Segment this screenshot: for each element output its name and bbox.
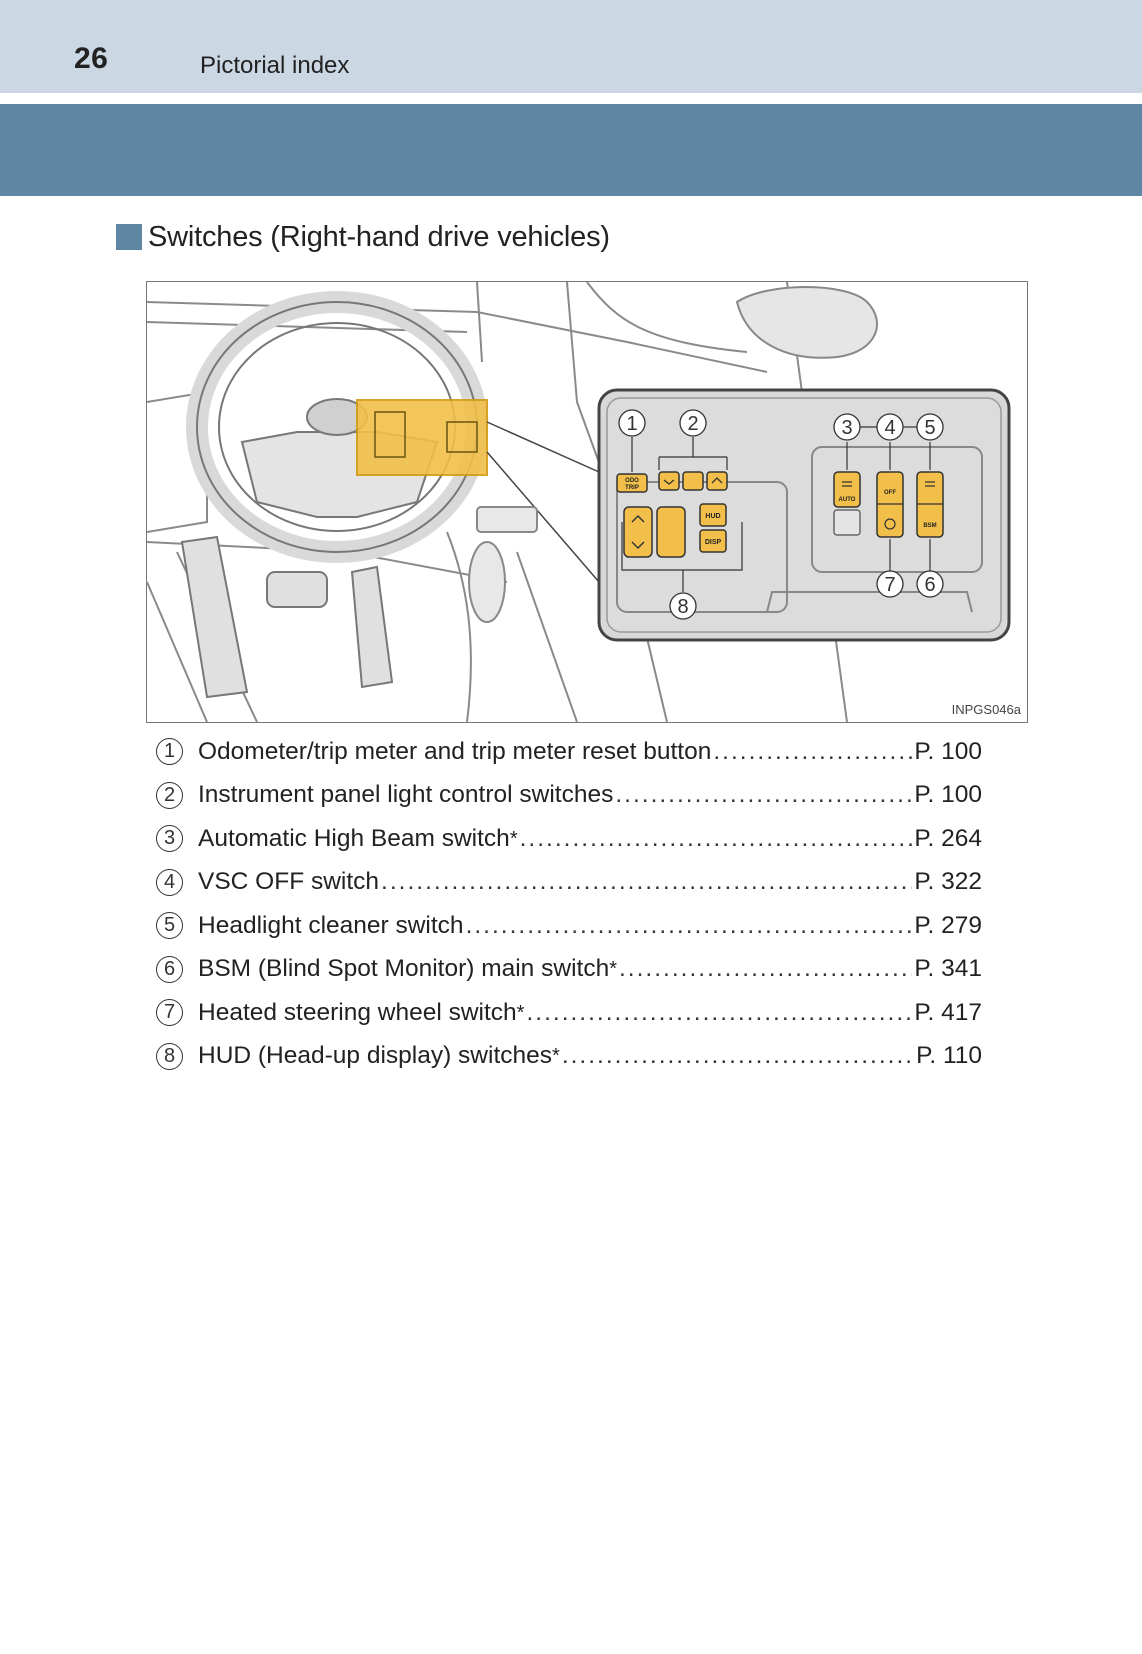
item-label: VSC OFF switch <box>198 868 380 896</box>
item-number: 3 <box>156 825 183 853</box>
item-number: 7 <box>156 999 183 1027</box>
svg-text:AUTO: AUTO <box>839 497 856 503</box>
legend-item: 3 Automatic High Beam switch * P. 264 <box>156 817 982 861</box>
leader-dots <box>520 825 913 853</box>
legend-item: 4 VSC OFF switch P. 322 <box>156 861 982 905</box>
legend-item: 6 BSM (Blind Spot Monitor) main switch *… <box>156 948 982 992</box>
svg-text:BSM: BSM <box>923 523 936 529</box>
page-reference[interactable]: P. 264 <box>914 824 982 852</box>
item-label: Automatic High Beam switch <box>198 824 510 852</box>
item-label: HUD (Head-up display) switches <box>198 1042 553 1070</box>
header-band <box>0 0 1142 93</box>
page-reference[interactable]: P. 279 <box>914 911 982 939</box>
svg-text:TRIP: TRIP <box>625 485 639 491</box>
callout-2: 2 <box>687 413 698 435</box>
leader-dots <box>466 912 913 940</box>
section-heading: Switches (Right-hand drive vehicles) <box>116 220 610 254</box>
callout-8: 8 <box>677 596 688 618</box>
item-number: 5 <box>156 912 183 940</box>
item-number: 2 <box>156 781 183 809</box>
callout-6: 6 <box>924 574 935 596</box>
page-reference[interactable]: P. 341 <box>914 955 982 983</box>
legend-item: 5 Headlight cleaner switch P. 279 <box>156 904 982 948</box>
running-title: Pictorial index <box>200 52 350 79</box>
page-number: 26 <box>74 42 109 75</box>
leader-dots <box>526 999 912 1027</box>
section-square-icon <box>116 224 142 250</box>
leader-dots <box>562 1042 914 1070</box>
item-label: BSM (Blind Spot Monitor) main switch <box>198 955 610 983</box>
leader-dots <box>713 738 912 766</box>
callout-1: 1 <box>626 413 637 435</box>
switches-illustration: ODO TRIP HUD DISP <box>146 281 1028 723</box>
chapter-bar <box>0 104 1142 196</box>
leader-dots <box>381 868 912 896</box>
svg-text:HUD: HUD <box>705 513 720 520</box>
legend-item: 7 Heated steering wheel switch * P. 417 <box>156 991 982 1035</box>
item-number: 4 <box>156 868 183 896</box>
page-reference[interactable]: P. 322 <box>914 868 982 896</box>
page-reference[interactable]: P. 110 <box>916 1042 982 1070</box>
item-number: 1 <box>156 738 183 766</box>
item-label: Heated steering wheel switch <box>198 998 517 1026</box>
legend-item: 2 Instrument panel light control switche… <box>156 774 982 818</box>
page-reference[interactable]: P. 100 <box>914 781 982 809</box>
page-reference[interactable]: P. 100 <box>914 737 982 765</box>
legend-item: 8 HUD (Head-up display) switches * P. 11… <box>156 1035 982 1079</box>
item-number: 6 <box>156 955 183 983</box>
legend-item: 1 Odometer/trip meter and trip meter res… <box>156 730 982 774</box>
callout-3: 3 <box>841 417 852 439</box>
svg-text:OFF: OFF <box>884 490 896 496</box>
item-label: Instrument panel light control switches <box>198 781 614 809</box>
page-reference[interactable]: P. 417 <box>914 998 982 1026</box>
callout-5: 5 <box>924 417 935 439</box>
figure-code: INPGS046a <box>951 702 1021 717</box>
leader-dots <box>615 781 912 809</box>
legend-list: 1 Odometer/trip meter and trip meter res… <box>156 730 982 1078</box>
dashboard-drawing: ODO TRIP HUD DISP <box>147 282 1011 722</box>
leader-dots <box>619 955 912 983</box>
svg-text:ODO: ODO <box>625 478 639 484</box>
callout-7: 7 <box>884 574 895 596</box>
item-number: 8 <box>156 1042 183 1070</box>
section-title: Switches (Right-hand drive vehicles) <box>148 220 610 253</box>
callout-4: 4 <box>884 417 895 439</box>
item-label: Headlight cleaner switch <box>198 911 464 939</box>
svg-text:DISP: DISP <box>705 539 722 546</box>
item-label: Odometer/trip meter and trip meter reset… <box>198 737 712 765</box>
